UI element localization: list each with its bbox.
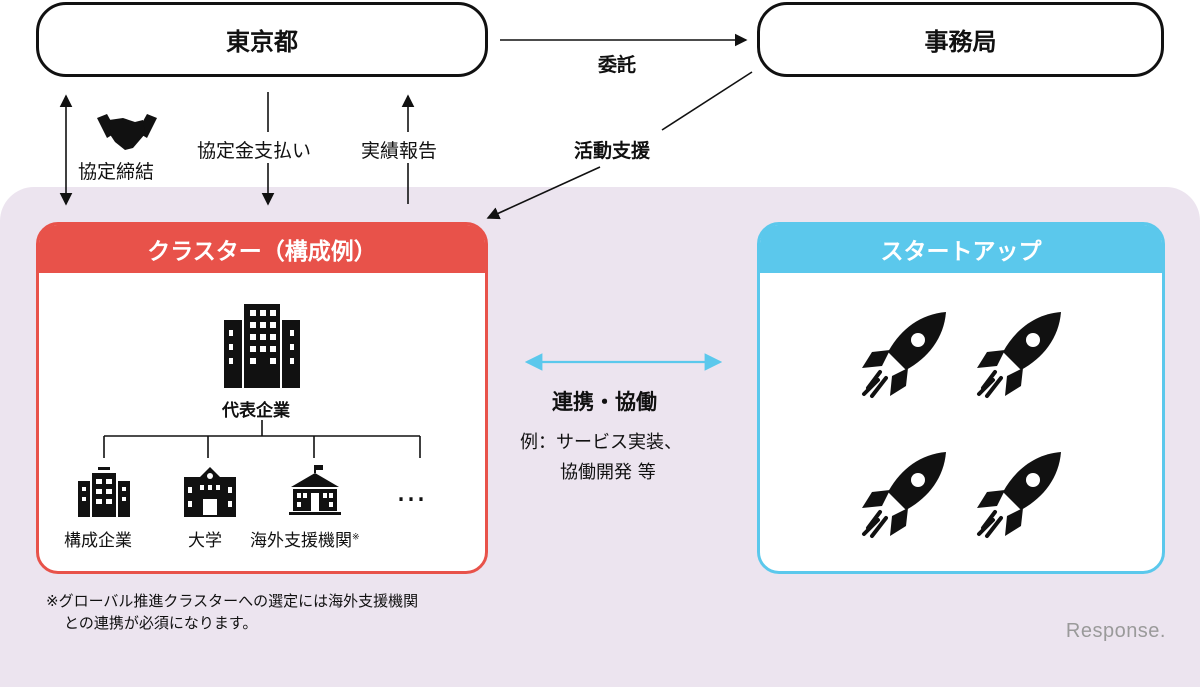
overseas-support-institution-icon bbox=[289, 465, 341, 515]
activity-support-label: 活動支援 bbox=[574, 140, 651, 162]
representative-company-building-icon bbox=[224, 304, 300, 388]
rocket-icon bbox=[860, 450, 948, 538]
commission-label: 委託 bbox=[598, 54, 637, 76]
office-label: 事務局 bbox=[924, 28, 997, 56]
member-company-building-icon bbox=[78, 467, 130, 517]
collaboration-example-line2: 協働開発 等 bbox=[560, 462, 656, 483]
cluster-header: クラスター（構成例） bbox=[39, 225, 485, 273]
university-building-icon bbox=[184, 467, 236, 517]
startup-box: スタートアップ bbox=[757, 222, 1165, 574]
office-node: 事務局 bbox=[757, 2, 1164, 77]
tokyo-label: 東京都 bbox=[226, 28, 298, 56]
activity-support-arrow-lower bbox=[486, 166, 601, 220]
university-label: 大学 bbox=[188, 531, 222, 551]
more-members-ellipsis: … bbox=[396, 474, 430, 509]
footnote-line2: との連携が必須になります。 bbox=[64, 614, 258, 632]
rocket-icon bbox=[975, 450, 1063, 538]
overseas-support-text: 海外支援機関 bbox=[250, 531, 352, 551]
collaboration-example-line1: 例：サービス実装、 bbox=[520, 432, 682, 453]
representative-company-label: 代表企業 bbox=[222, 401, 290, 421]
rocket-icon bbox=[860, 310, 948, 398]
org-tree-lines bbox=[103, 420, 421, 458]
overseas-support-label: 海外支援機関※ bbox=[250, 526, 360, 551]
member-company-label: 構成企業 bbox=[64, 531, 132, 551]
report-label: 実績報告 bbox=[361, 140, 438, 162]
response-watermark: Response. bbox=[1065, 620, 1166, 642]
activity-support-arrow-upper bbox=[661, 71, 753, 131]
tokyo-node: 東京都 bbox=[36, 2, 488, 77]
rocket-icon bbox=[975, 310, 1063, 398]
note-mark: ※ bbox=[352, 532, 360, 543]
agreement-label: 協定締結 bbox=[78, 161, 155, 183]
startup-header: スタートアップ bbox=[760, 225, 1162, 273]
handshake-icon bbox=[97, 114, 157, 150]
connector-arrows bbox=[59, 33, 753, 371]
payment-label: 協定金支払い bbox=[197, 140, 312, 162]
footnote-line1: ※グローバル推進クラスターへの選定には海外支援機関 bbox=[46, 592, 419, 610]
collaboration-title: 連携・協働 bbox=[552, 390, 657, 414]
